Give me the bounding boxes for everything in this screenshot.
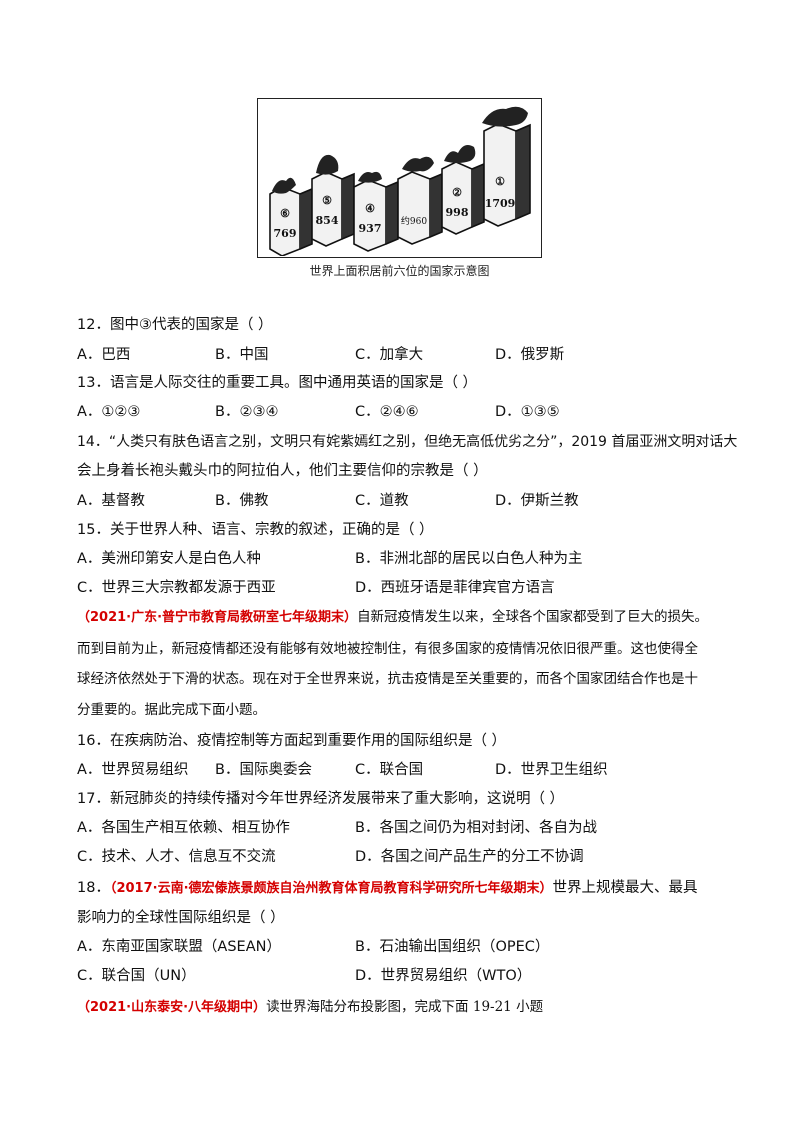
- col1-rank: ①: [495, 175, 505, 188]
- q18-option-a[interactable]: A．东南亚国家联盟（ASEAN）: [77, 939, 281, 955]
- q12-option-c[interactable]: C．加拿大: [355, 347, 424, 363]
- q13-option-c[interactable]: C．②④⑥: [355, 404, 419, 420]
- col4-rank: ④: [365, 202, 375, 215]
- passage2-source: （2021·山东泰安·八年级期中）: [77, 1000, 267, 1015]
- q16-stem: 16．在疾病防治、疫情控制等方面起到重要作用的国际组织是（ ）: [77, 733, 507, 749]
- q16-option-b[interactable]: B．国际奥委会: [215, 762, 312, 778]
- q12-stem: 12．图中③代表的国家是（ ）: [77, 317, 273, 333]
- q18-option-c[interactable]: C．联合国（UN）: [77, 968, 196, 984]
- q14-stem-line1: 14．“人类只有肤色语言之别，文明只有姹紫嫣红之别，但绝无高低优劣之分”，201…: [77, 434, 738, 450]
- figure-caption: 世界上面积居前六位的国家示意图: [309, 264, 490, 278]
- q13-option-d[interactable]: D．①③⑤: [495, 404, 560, 420]
- q18-option-d[interactable]: D．世界贸易组织（WTO）: [355, 968, 532, 984]
- col5-value: 854: [316, 214, 339, 227]
- q15-option-b[interactable]: B．非洲北部的居民以白色人种为主: [355, 551, 583, 567]
- country-area-figure: ⑥ 769 ⑤ 854 ④ 937 约960 ② 998 ① 1709: [257, 98, 542, 258]
- q17-stem: 17．新冠肺炎的持续传播对今年世界经济发展带来了重大影响，这说明（ ）: [77, 791, 565, 807]
- q16-option-d[interactable]: D．世界卫生组织: [495, 762, 608, 778]
- passage1-line1: （2021·广东·普宁市教育局教研室七年级期末）自新冠疫情发生以来，全球各个国家…: [77, 607, 708, 628]
- q12-option-d[interactable]: D．俄罗斯: [495, 347, 565, 363]
- q13-option-a[interactable]: A．①②③: [77, 404, 141, 420]
- q18-number: 18．: [77, 880, 110, 896]
- col1-value: 1709: [485, 197, 516, 210]
- q14-option-a[interactable]: A．基督教: [77, 493, 145, 509]
- q17-option-a[interactable]: A．各国生产相互依赖、相互协作: [77, 820, 290, 836]
- col3-value: 约960: [401, 215, 427, 227]
- q13-option-b[interactable]: B．②③④: [215, 404, 279, 420]
- q14-option-d[interactable]: D．伊斯兰教: [495, 493, 579, 509]
- col4-value: 937: [359, 222, 382, 235]
- q14-stem-line2: 会上身着长袍头戴头巾的阿拉伯人，他们主要信仰的宗教是（ ）: [77, 463, 488, 479]
- q14-option-c[interactable]: C．道教: [355, 493, 409, 509]
- col6-rank: ⑥: [280, 207, 290, 220]
- passage1-source: （2021·广东·普宁市教育局教研室七年级期末）: [77, 610, 358, 625]
- q18-stem-tail: 世界上规模最大、最具: [552, 880, 698, 896]
- col2-value: 998: [446, 206, 469, 219]
- col2-rank: ②: [452, 186, 462, 199]
- q17-option-b[interactable]: B．各国之间仍为相对封闭、各自为战: [355, 820, 597, 836]
- q18-stem-line1: 18．（2017·云南·德宏傣族景颇族自治州教育体育局教育科学研究所七年级期末）…: [77, 878, 698, 899]
- q15-option-a[interactable]: A．美洲印第安人是白色人种: [77, 551, 261, 567]
- q14-option-b[interactable]: B．佛教: [215, 493, 269, 509]
- q17-option-c[interactable]: C．技术、人才、信息互不交流: [77, 849, 276, 865]
- q17-option-d[interactable]: D．各国之间产品生产的分工不协调: [355, 849, 584, 865]
- q15-stem: 15．关于世界人种、语言、宗教的叙述，正确的是（ ）: [77, 522, 434, 538]
- passage1-line2: 而到目前为止，新冠疫情都还没有能够有效地被控制住，有很多国家的疫情情况依旧很严重…: [77, 641, 698, 657]
- q18-source: （2017·云南·德宏傣族景颇族自治州教育体育局教育科学研究所七年级期末）: [109, 881, 553, 896]
- passage1-line4: 分重要的。据此完成下面小题。: [77, 702, 266, 718]
- col6-value: 769: [274, 227, 297, 240]
- hexagon-columns-diagram: ⑥ 769 ⑤ 854 ④ 937 约960 ② 998 ① 1709: [269, 106, 531, 257]
- q16-option-a[interactable]: A．世界贸易组织: [77, 762, 189, 778]
- passage2-line: （2021·山东泰安·八年级期中）读世界海陆分布投影图，完成下面 19-21 小…: [77, 997, 543, 1018]
- q12-option-a[interactable]: A．巴西: [77, 347, 131, 363]
- q16-option-c[interactable]: C．联合国: [355, 762, 424, 778]
- q12-option-b[interactable]: B．中国: [215, 347, 269, 363]
- col5-rank: ⑤: [322, 194, 332, 207]
- q15-option-d[interactable]: D．西班牙语是菲律宾官方语言: [355, 580, 555, 596]
- q18-option-b[interactable]: B．石油输出国组织（OPEC）: [355, 939, 550, 955]
- passage1-text-1: 自新冠疫情发生以来，全球各个国家都受到了巨大的损失。: [357, 609, 709, 625]
- passage2-text: 读世界海陆分布投影图，完成下面 19-21 小题: [266, 999, 544, 1015]
- q15-option-c[interactable]: C．世界三大宗教都发源于西亚: [77, 580, 276, 596]
- q18-stem-line2: 影响力的全球性国际组织是（ ）: [77, 910, 285, 926]
- passage1-line3: 球经济依然处于下滑的状态。现在对于全世界来说，抗击疫情是至关重要的，而各个国家团…: [77, 671, 698, 687]
- q13-stem: 13．语言是人际交往的重要工具。图中通用英语的国家是（ ）: [77, 375, 478, 391]
